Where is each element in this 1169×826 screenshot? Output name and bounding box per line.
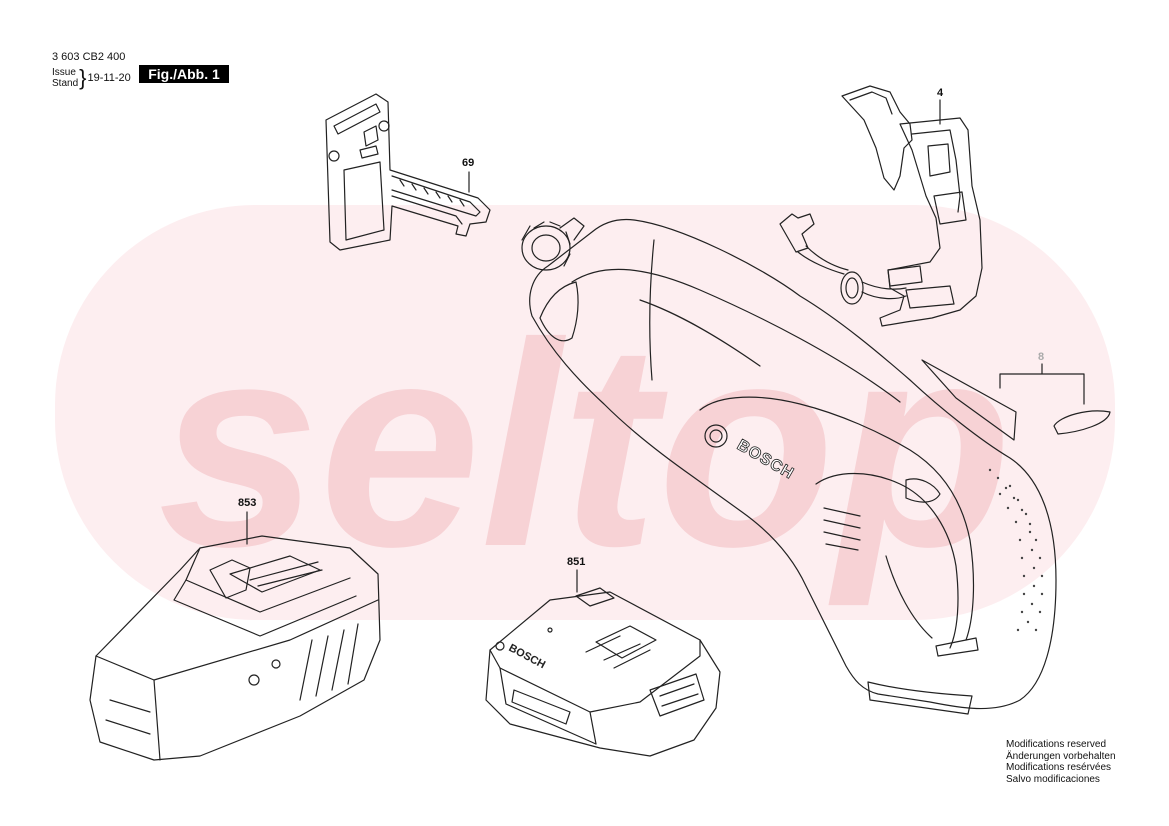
issue-labels: Issue Stand bbox=[52, 67, 78, 89]
part-4-drawing bbox=[779, 85, 983, 327]
part-8-drawing bbox=[921, 359, 1111, 441]
housing-grip-texture bbox=[988, 468, 1044, 632]
callout-4: 4 bbox=[937, 87, 944, 99]
issue-label: Issue bbox=[52, 67, 76, 78]
stand-label: Stand bbox=[52, 78, 79, 89]
housing-brand-logo: BOSCH bbox=[734, 437, 797, 483]
part-853-drawing bbox=[89, 535, 381, 761]
callout-853: 853 bbox=[238, 497, 257, 509]
part-851-drawing bbox=[485, 587, 721, 757]
part-69-drawing bbox=[325, 93, 491, 251]
issue-date: 19-11-20 bbox=[87, 71, 131, 84]
leader-8 bbox=[999, 363, 1085, 405]
watermark-background-shape bbox=[55, 205, 1115, 620]
callout-69: 69 bbox=[462, 157, 475, 169]
modifications-notice: Modifications reserved Änderungen vorbeh… bbox=[1006, 739, 1116, 785]
battery-brand-logo: BOSCH bbox=[507, 642, 548, 671]
notice-line-fr: Modifications resérvées bbox=[1006, 762, 1112, 773]
saw-housing-drawing bbox=[529, 218, 1057, 715]
watermark-text: seltop bbox=[158, 283, 1012, 608]
figure-label: Fig./Abb. 1 bbox=[139, 65, 229, 83]
callout-8: 8 bbox=[1038, 351, 1045, 363]
brace-icon: } bbox=[79, 65, 87, 90]
notice-line-en: Modifications reserved bbox=[1006, 739, 1107, 750]
housing-logo-badge bbox=[704, 424, 728, 448]
notice-line-es: Salvo modificaciones bbox=[1006, 773, 1100, 785]
callout-851: 851 bbox=[567, 556, 586, 568]
notice-line-de: Änderungen vorbehalten bbox=[1006, 750, 1116, 762]
saw-chuck-drawing bbox=[521, 217, 585, 271]
document-number: 3 603 CB2 400 bbox=[52, 51, 126, 63]
issue-block: Issue Stand }19-11-20 bbox=[52, 65, 131, 90]
